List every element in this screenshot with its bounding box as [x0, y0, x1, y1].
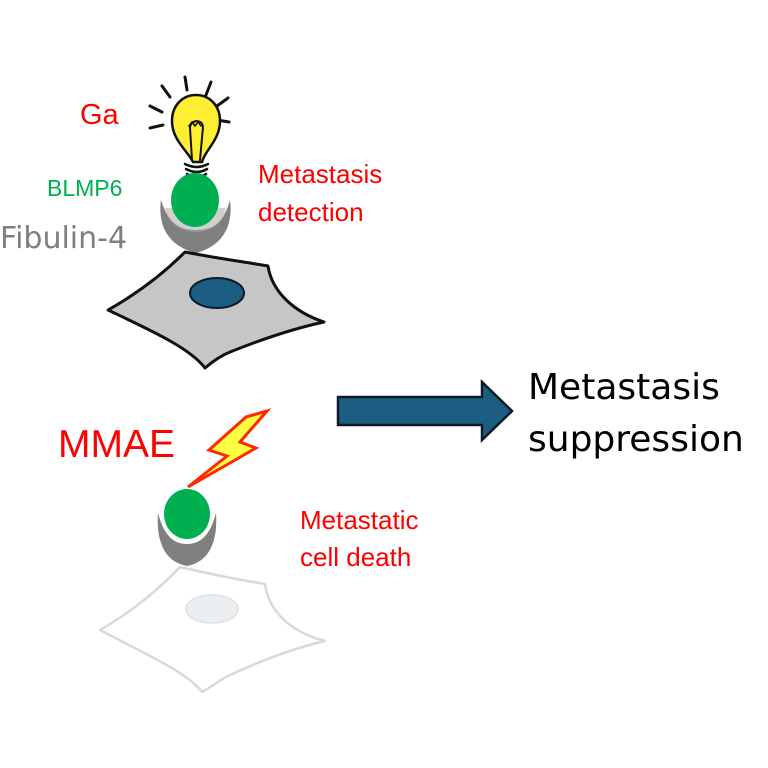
detection-label-line2: detection: [258, 197, 364, 227]
result-label-line1: Metastasis: [528, 367, 720, 408]
ga-label: Ga: [80, 99, 119, 131]
result-label-line2: suppression: [528, 419, 744, 460]
fibulin-cup-bottom: [157, 513, 217, 566]
death-label-line2: cell death: [300, 542, 412, 572]
lightning-bolt-icon: [187, 408, 272, 489]
death-label-line1: Metastatic: [300, 505, 419, 535]
fibulin-label: Fibulin-4: [0, 221, 128, 256]
blmp6-label: BLMP6: [47, 175, 123, 201]
fibulin-cup-top: [160, 200, 231, 253]
nucleus-bottom: [185, 594, 239, 624]
blmp6-sphere-top: [171, 173, 219, 227]
lightbulb-icon: [148, 75, 231, 182]
right-arrow-icon: [336, 379, 514, 443]
nucleus-top: [189, 277, 245, 309]
dead-cell-bottom: [98, 565, 327, 694]
mmae-label: MMAE: [58, 423, 175, 466]
detection-label-line1: Metastasis: [258, 159, 383, 189]
blmp6-sphere-bottom: [164, 489, 210, 539]
metastatic-cell-top: [106, 250, 326, 370]
